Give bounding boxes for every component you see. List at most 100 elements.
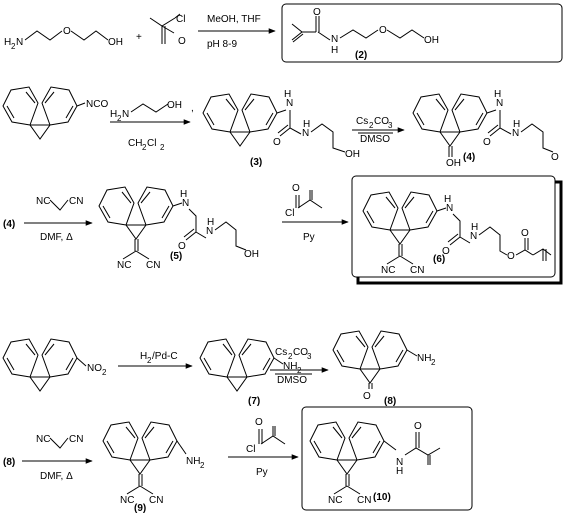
label-7: (7)	[248, 396, 260, 407]
svg-text:O: O	[507, 251, 515, 262]
label-6: (6)	[433, 254, 445, 265]
svg-text:NC: NC	[36, 434, 50, 445]
fluorenyl-isocyanate: NCO	[2, 86, 108, 140]
plus-sign: +	[136, 32, 142, 43]
svg-text:N: N	[470, 231, 477, 242]
svg-text:NC: NC	[117, 260, 131, 271]
svg-text:H: H	[284, 89, 291, 100]
svg-text:CH: CH	[128, 138, 142, 149]
nitrofluorene: NO 2	[2, 338, 107, 392]
svg-text:2: 2	[102, 368, 107, 377]
svg-text:H: H	[207, 217, 214, 228]
aminoethoxyethanol: H 2 N O OH	[4, 26, 123, 51]
svg-text:CO: CO	[293, 347, 308, 358]
svg-text:2: 2	[147, 356, 152, 365]
reaction-1: H 2 N O OH + Cl O MeOH, THF pH 8-9 O N	[4, 3, 563, 63]
compound-3: N H O N H OH (3)	[202, 89, 360, 168]
svg-text:H: H	[331, 45, 338, 56]
product-6-box-shadow	[356, 180, 563, 285]
svg-text:DMF, Δ: DMF, Δ	[40, 232, 73, 243]
svg-text:N: N	[331, 34, 338, 45]
svg-text:O: O	[63, 26, 71, 37]
svg-text:2: 2	[142, 143, 147, 152]
svg-text:NH: NH	[417, 353, 431, 364]
svg-text:Cs: Cs	[356, 116, 368, 127]
reaction-3: Cs 2 CO 3 DMSO OH N H O N H O (4)	[352, 89, 559, 169]
svg-text:N: N	[286, 98, 293, 109]
label-8: (8)	[384, 396, 396, 407]
svg-text:H: H	[444, 194, 451, 205]
svg-text:,: ,	[191, 103, 194, 114]
product-10-box	[301, 406, 473, 511]
compound-4: OH N H O N H O (4)	[412, 89, 559, 169]
svg-text:2: 2	[431, 358, 436, 367]
svg-text:DMF, Δ: DMF, Δ	[40, 471, 73, 482]
svg-text:CN: CN	[410, 265, 424, 276]
compound-6: NC CN N H O N H O O (6)	[363, 192, 552, 276]
svg-text:OH: OH	[108, 37, 123, 48]
svg-text:O: O	[442, 246, 450, 257]
svg-text:N: N	[496, 98, 503, 109]
svg-text:OH: OH	[446, 158, 461, 169]
svg-text:NH: NH	[283, 361, 297, 372]
svg-text:O: O	[255, 417, 263, 428]
start-label-4: (4)	[3, 219, 15, 230]
svg-text:H: H	[180, 189, 187, 200]
svg-text:N: N	[446, 203, 453, 214]
label-9: (9)	[134, 503, 146, 513]
label-3: (3)	[250, 157, 262, 168]
svg-text:/Pd-C: /Pd-C	[152, 351, 178, 362]
label-5: (5)	[170, 251, 182, 262]
svg-text:2: 2	[369, 121, 374, 130]
product-2-box	[281, 3, 563, 63]
svg-text:H: H	[110, 109, 117, 120]
svg-text:N: N	[396, 457, 403, 468]
svg-text:NH: NH	[186, 456, 200, 467]
compound-9: NC CN NH 2 (9)	[103, 422, 205, 513]
svg-text:NO: NO	[87, 363, 102, 374]
label-4: (4)	[463, 152, 475, 163]
svg-text:Cl: Cl	[246, 444, 255, 455]
methacryloyl-chloride-reagent: O Cl	[246, 417, 286, 455]
svg-text:Py: Py	[256, 467, 268, 478]
svg-text:H: H	[140, 351, 147, 362]
svg-text:O: O	[178, 36, 186, 47]
svg-text:NC: NC	[381, 265, 395, 276]
svg-text:DMSO: DMSO	[360, 134, 390, 145]
svg-text:CO: CO	[374, 116, 389, 127]
svg-text:O: O	[414, 421, 422, 432]
svg-text:H: H	[303, 119, 310, 130]
svg-text:H: H	[471, 222, 478, 233]
svg-text:O: O	[273, 137, 281, 148]
reaction-4: (4) NC CN DMF, Δ NC CN N H O N H OH (5)	[3, 187, 259, 271]
svg-text:Cl: Cl	[147, 138, 156, 149]
compound-10: NC CN N H O (10)	[310, 421, 441, 506]
svg-text:O: O	[292, 183, 300, 194]
svg-text:MeOH, THF: MeOH, THF	[207, 14, 261, 25]
svg-text:pH 8-9: pH 8-9	[207, 39, 237, 50]
svg-text:Cs: Cs	[275, 347, 287, 358]
svg-text:2: 2	[160, 143, 165, 152]
svg-text:O: O	[521, 228, 529, 239]
svg-text:O: O	[483, 137, 491, 148]
svg-text:NC: NC	[328, 495, 342, 506]
reaction-6: NO 2 H 2 /Pd-C NH 2 (7)	[2, 338, 302, 407]
label-2: (2)	[355, 50, 367, 61]
svg-text:O: O	[178, 241, 186, 252]
svg-text:N: N	[182, 198, 189, 209]
svg-text:O: O	[363, 391, 371, 402]
reaction-5: O Cl Py NC CN N H O N H O O	[282, 175, 563, 285]
svg-text:N: N	[16, 37, 23, 48]
svg-text:N: N	[512, 128, 519, 139]
svg-text:DMSO: DMSO	[277, 375, 307, 386]
start-label-8: (8)	[3, 457, 15, 468]
svg-text:CN: CN	[69, 434, 83, 445]
svg-text:Cl: Cl	[285, 208, 294, 219]
svg-text:H: H	[494, 89, 501, 100]
svg-text:O: O	[313, 7, 321, 18]
compound-5: NC CN N H O N H OH (5)	[99, 187, 259, 271]
methacryloyl-chloride: Cl O	[149, 13, 186, 47]
svg-text:2: 2	[288, 352, 293, 361]
svg-text:OH: OH	[345, 149, 360, 160]
